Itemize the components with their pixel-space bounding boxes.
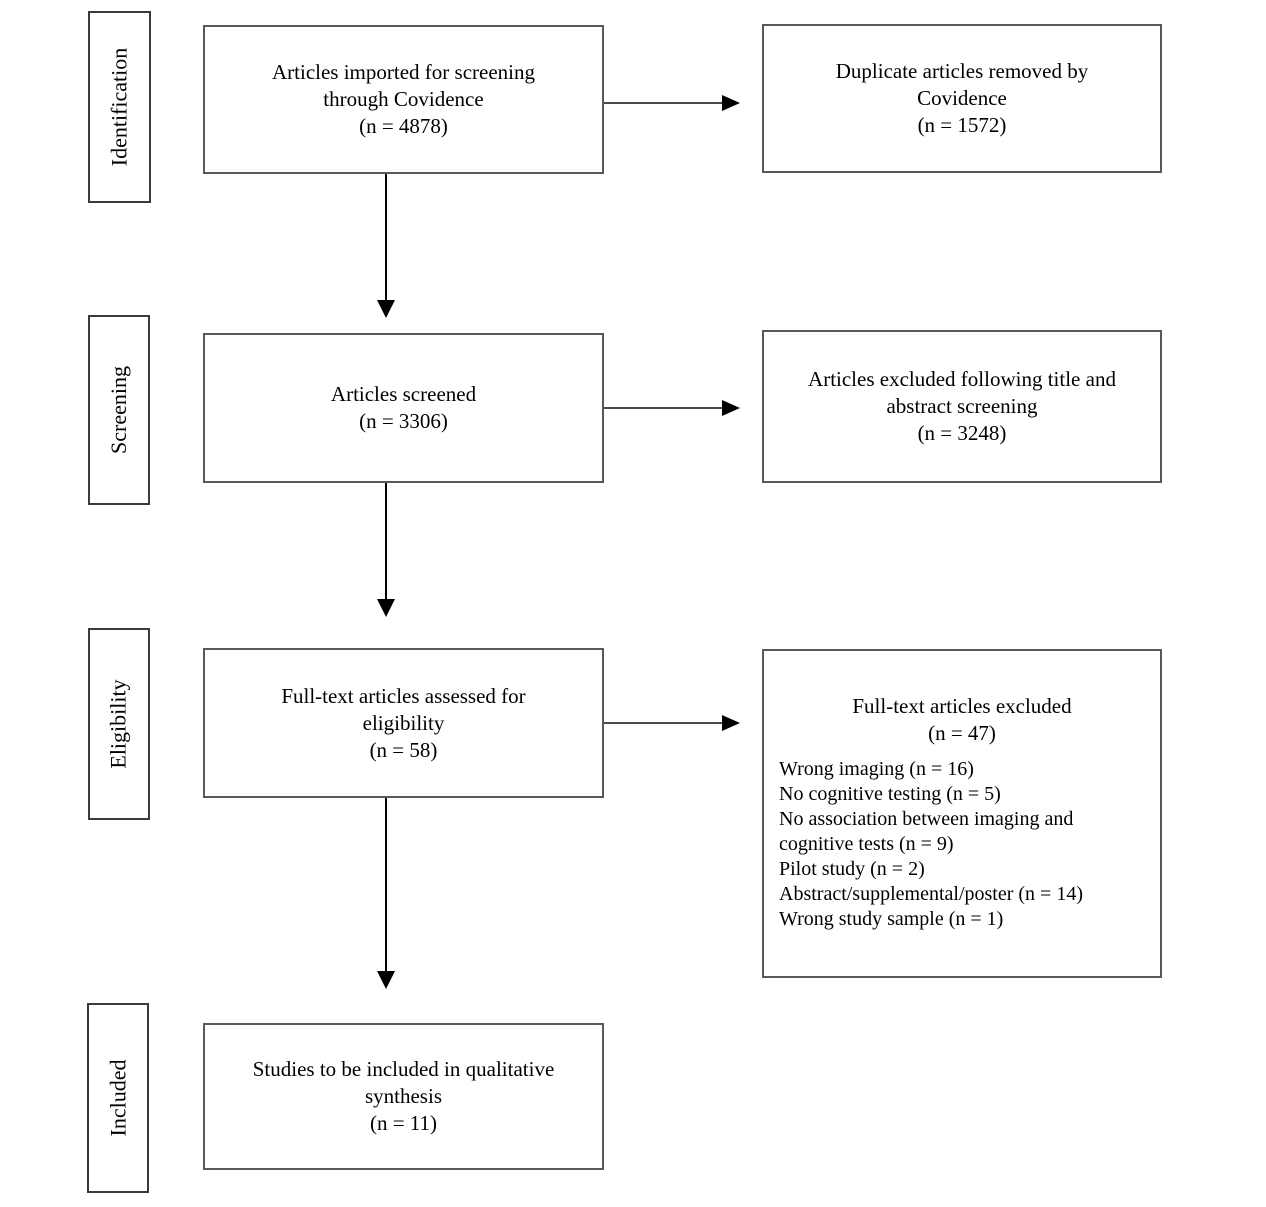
arrow-down-line-1: [385, 174, 387, 301]
exclusion-reason: Wrong imaging (n = 16): [779, 758, 974, 780]
arrow-down-line-3: [385, 798, 387, 972]
arrow-down-icon: [377, 971, 395, 989]
exclusion-reason: Pilot study (n = 2): [779, 858, 925, 880]
exclusion-reason: No association between imaging and cogni…: [779, 808, 1074, 855]
stage-box-identification: Identification: [88, 11, 151, 203]
flow-box-duplicates-removed: Duplicate articles removed by Covidence …: [762, 24, 1162, 173]
arrow-right-icon: [722, 95, 740, 111]
stage-box-eligibility: Eligibility: [88, 628, 150, 820]
exclusion-reason: Abstract/supplemental/poster (n = 14): [779, 883, 1083, 905]
flow-box-title-abstract-excluded: Articles excluded following title and ab…: [762, 330, 1162, 483]
arrow-down-icon: [377, 300, 395, 318]
arrow-right-icon: [722, 715, 740, 731]
arrow-right-line-3: [604, 722, 723, 724]
stage-box-included: Included: [87, 1003, 149, 1193]
arrow-right-icon: [722, 400, 740, 416]
arrow-down-line-2: [385, 483, 387, 600]
flow-box-fulltext-excluded: Full-text articles excluded (n = 47) Wro…: [762, 649, 1162, 978]
flow-box-imported: Articles imported for screening through …: [203, 25, 604, 174]
fulltext-excluded-title: Full-text articles excluded (n = 47): [852, 694, 1072, 745]
exclusion-reason: No cognitive testing (n = 5): [779, 783, 1001, 805]
stage-label-screening: Screening: [106, 366, 131, 454]
stage-label-eligibility: Eligibility: [106, 679, 132, 769]
exclusion-reason: Wrong study sample (n = 1): [779, 908, 1004, 930]
flow-box-screened: Articles screened (n = 3306): [203, 333, 604, 483]
flow-box-included-studies: Studies to be included in qualitative sy…: [203, 1023, 604, 1170]
arrow-down-icon: [377, 599, 395, 617]
stage-box-screening: Screening: [88, 315, 150, 505]
stage-label-identification: Identification: [106, 47, 132, 167]
arrow-right-line-2: [604, 407, 723, 409]
arrow-right-line-1: [604, 102, 723, 104]
stage-label-included: Included: [105, 1059, 130, 1137]
exclusion-reason-list: Wrong imaging (n = 16) No cognitive test…: [764, 757, 1160, 932]
flow-box-fulltext-assessed: Full-text articles assessed for eligibil…: [203, 648, 604, 798]
